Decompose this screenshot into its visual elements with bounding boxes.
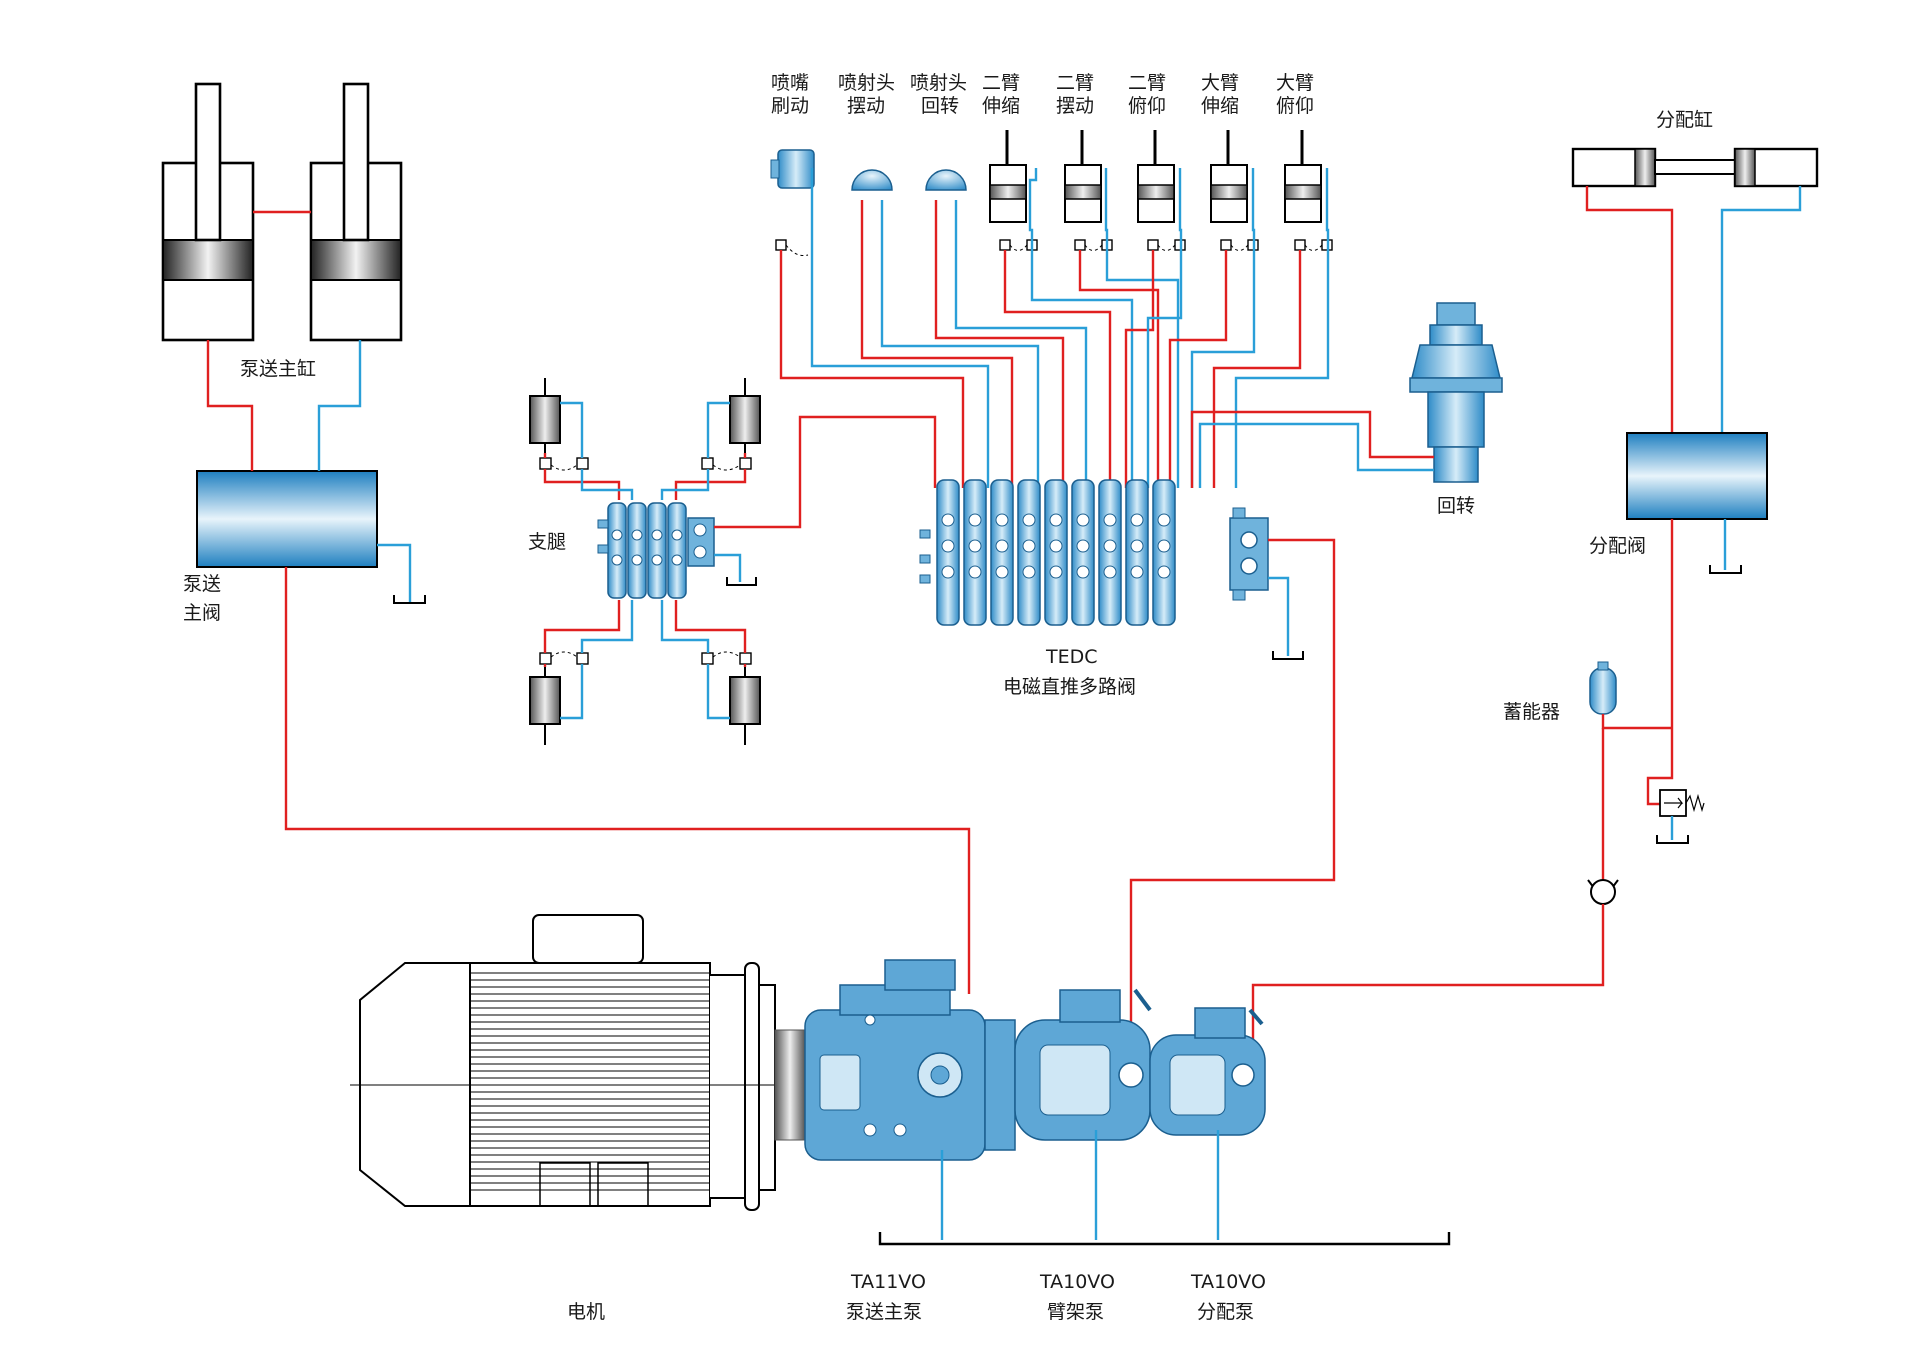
actuator-lines	[779, 168, 1330, 488]
electric-motor	[350, 914, 806, 1211]
dist-cylinder-label: 分配缸	[1656, 109, 1713, 131]
tedc-port	[968, 565, 982, 579]
pump-ta11vo	[804, 959, 1016, 1161]
tedc-port	[1157, 513, 1171, 527]
tedc-port	[941, 565, 955, 579]
actuator-label-3a: 喷射头	[910, 72, 967, 94]
pump-valve-label-2: 主阀	[183, 602, 221, 624]
tedc-port	[968, 513, 982, 527]
tedc-port	[1049, 513, 1063, 527]
slewing-label: 回转	[1437, 495, 1475, 517]
boom-cylinders	[989, 130, 1322, 223]
actuator-label-4b: 伸缩	[982, 95, 1020, 117]
check-valve	[1251, 728, 1619, 1046]
actuator-label-7a: 大臂	[1201, 72, 1239, 94]
tedc-port	[1130, 513, 1144, 527]
tedc-port	[1049, 565, 1063, 579]
tedc-port	[995, 513, 1009, 527]
pump-ta10vo-boom	[1014, 988, 1152, 1141]
actuator-label-8a: 大臂	[1276, 72, 1314, 94]
tedc-port	[1157, 565, 1171, 579]
actuator-label-7b: 伸缩	[1201, 95, 1239, 117]
main-pump-pressure-line	[284, 567, 971, 994]
tedc-port	[1103, 565, 1117, 579]
pump-2-model: TA10VO	[1039, 1271, 1115, 1293]
tedc-port	[1103, 513, 1117, 527]
tedc-port	[1076, 539, 1090, 553]
pump-3-model: TA10VO	[1190, 1271, 1266, 1293]
pump-suction-lines	[878, 1130, 1451, 1246]
tedc-port	[1076, 513, 1090, 527]
tedc-label: TEDC	[1045, 646, 1098, 668]
tedc-port	[1022, 565, 1036, 579]
distribution-valve	[1626, 432, 1768, 728]
pump-labels: TA11VO 泵送主泵 TA10VO 臂架泵 TA10VO 分配泵	[846, 1271, 1266, 1323]
pump-1-name: 泵送主泵	[846, 1301, 922, 1323]
accumulator	[1589, 661, 1672, 730]
tedc-port	[968, 539, 982, 553]
tedc-port	[1049, 539, 1063, 553]
actuator-label-5b: 摆动	[1056, 95, 1094, 117]
distribution-cylinder	[1571, 147, 1819, 433]
tedc-port	[1103, 539, 1117, 553]
tedc-port	[1022, 513, 1036, 527]
tedc-port	[1076, 565, 1090, 579]
pump-cylinder-label: 泵送主缸	[240, 358, 316, 380]
motor-label: 电机	[567, 1301, 605, 1323]
slewing-motor	[1190, 302, 1503, 488]
accumulator-label: 蓄能器	[1503, 701, 1560, 723]
tedc-port	[941, 513, 955, 527]
pump-valve-label-1: 泵送	[183, 573, 221, 595]
tedc-port	[941, 539, 955, 553]
outrigger-label: 支腿	[528, 531, 566, 553]
actuator-label-1a: 喷嘴	[771, 72, 809, 94]
pump-1-model: TA11VO	[850, 1271, 926, 1293]
relief-valve	[1646, 728, 1705, 844]
pump-main-cylinders	[161, 82, 403, 342]
actuator-label-6b: 俯仰	[1128, 95, 1166, 117]
actuator-label-6a: 二臂	[1128, 72, 1166, 94]
actuator-label-4a: 二臂	[982, 72, 1020, 94]
pump-ta10vo-dist	[1149, 1007, 1266, 1136]
outrigger-valve-block	[597, 415, 937, 599]
actuator-label-2a: 喷射头	[838, 72, 895, 94]
pump-2-name: 臂架泵	[1047, 1301, 1104, 1323]
tedc-port	[1130, 539, 1144, 553]
actuator-lock-valves	[775, 239, 1333, 256]
dist-valve-label: 分配阀	[1589, 535, 1646, 557]
actuator-labels: 喷嘴 刷动 喷射头 摆动 喷射头 回转 二臂 伸缩 二臂 摆动 二臂 俯仰 大臂…	[771, 72, 1314, 117]
tedc-port	[995, 565, 1009, 579]
actuator-label-3b: 回转	[921, 95, 959, 117]
tedc-port	[1157, 539, 1171, 553]
tedc-valve	[919, 479, 1336, 1046]
actuator-label-5a: 二臂	[1056, 72, 1094, 94]
pump-3-name: 分配泵	[1197, 1301, 1254, 1323]
tedc-desc-label: 电磁直推多路阀	[1003, 676, 1136, 698]
actuator-label-2b: 摆动	[847, 95, 885, 117]
tedc-port	[1022, 539, 1036, 553]
tedc-port	[1130, 565, 1144, 579]
outrigger-cylinders	[529, 378, 761, 745]
actuator-label-8b: 俯仰	[1276, 95, 1314, 117]
top-actuators	[770, 149, 967, 191]
actuator-label-1b: 刷动	[771, 95, 809, 117]
tedc-port	[995, 539, 1009, 553]
